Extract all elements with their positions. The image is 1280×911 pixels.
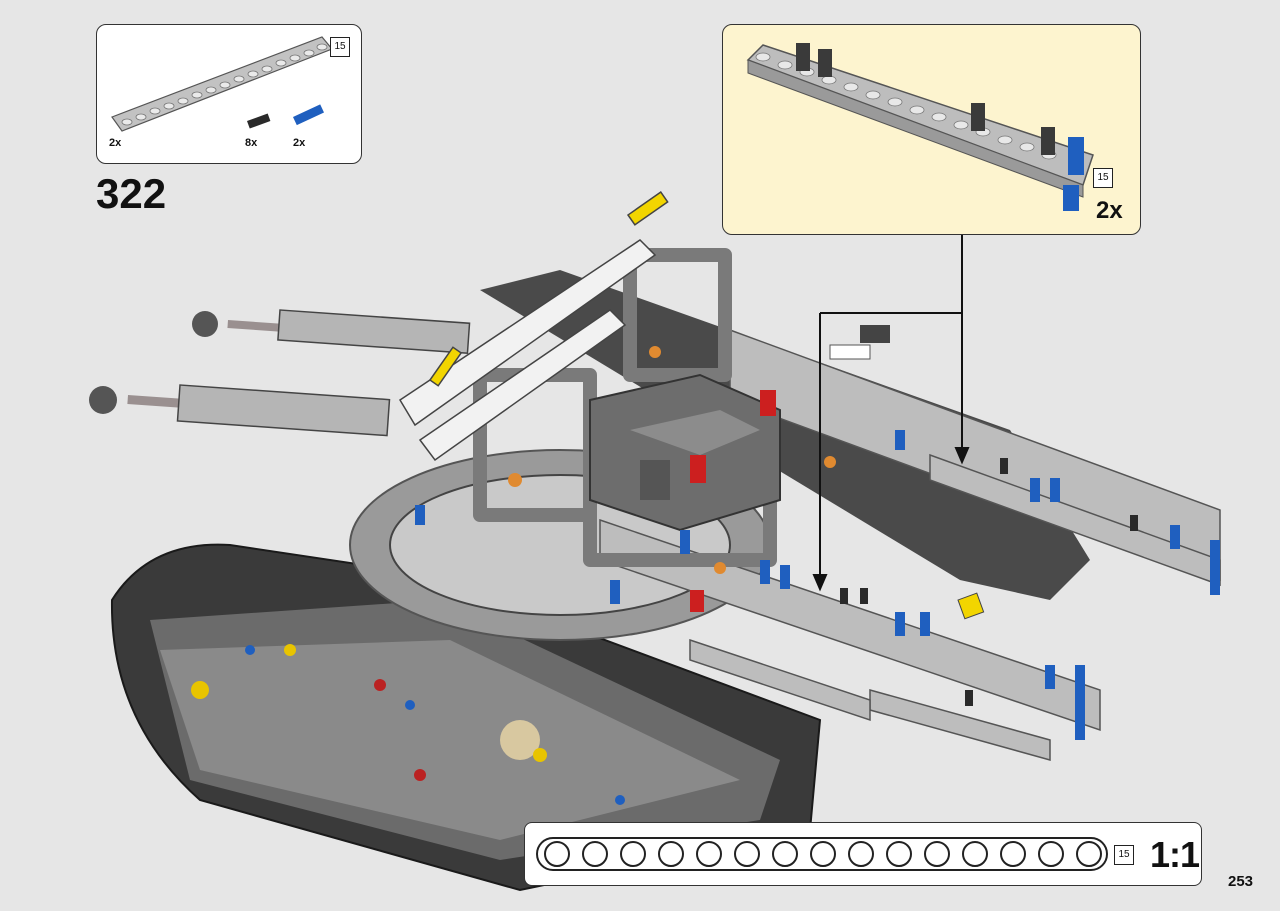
boom-arms [398, 191, 669, 462]
motor-block [589, 373, 781, 532]
beam-length-label: 15 [330, 37, 350, 57]
crawler-track [110, 543, 822, 892]
hydraulic-cylinders [89, 309, 471, 437]
pins [415, 325, 1220, 740]
subassembly-beam-length: 15 [1093, 168, 1113, 188]
scale-ruler: 15 [524, 822, 1202, 886]
subassembly-illustration [746, 43, 1094, 211]
parts-illustration [111, 36, 333, 132]
connection-arrows [812, 235, 970, 592]
ruler-length-label: 15 [1114, 845, 1134, 865]
beam-quantity: 2x [109, 137, 122, 149]
subassembly-quantity: 2x [1096, 197, 1123, 224]
page-number: 253 [1228, 873, 1254, 890]
blue-pin-quantity: 2x [293, 137, 306, 149]
step-number: 322 [96, 170, 167, 217]
ruler-beam-illustration [536, 837, 1108, 871]
subassembly-callout: 15 [722, 24, 1141, 235]
pin-black-part [247, 113, 271, 129]
parts-list-callout: 15 2x 8x 2x [96, 24, 362, 164]
beam-15-part [111, 36, 333, 132]
scale-label: 1:1 [1150, 834, 1200, 875]
black-pin-quantity: 8x [245, 137, 258, 149]
axle-pin-blue-part [293, 104, 324, 126]
